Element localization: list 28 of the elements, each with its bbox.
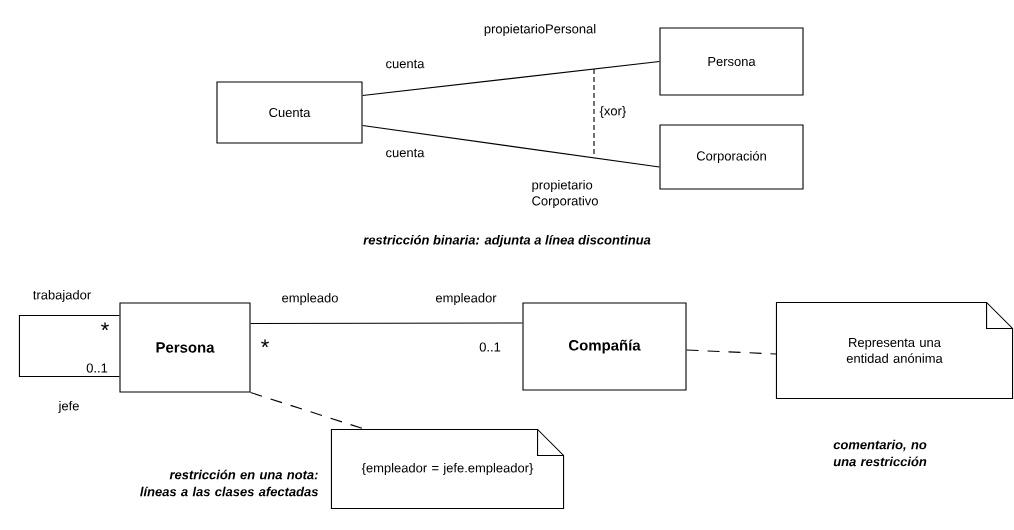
caption: restricción binaria: adjunta a línea discontinua	[363, 234, 651, 248]
caption: restricción en una nota: líneas a las clases afectadas	[140, 469, 318, 497]
role-name: jefe	[58, 400, 79, 414]
class-box: Persona	[659, 27, 804, 96]
class-box: Compañía	[522, 302, 687, 391]
class-box: Persona	[119, 302, 251, 393]
role-name: cuenta	[386, 148, 425, 158]
role-name: empleado	[282, 292, 338, 306]
association-line	[250, 322, 523, 325]
caption: comentario, no una restricción	[833, 439, 927, 467]
role-name: propietario Corporativo	[532, 180, 598, 208]
multiplicity: *	[261, 339, 269, 348]
dashed-line	[686, 349, 777, 355]
constraint-label: {xor}	[599, 105, 626, 119]
association-line	[362, 124, 660, 168]
role-name: 0..1	[86, 363, 108, 373]
role-name: empleador	[435, 292, 497, 306]
self-association-line	[18, 314, 120, 378]
role-name: propietarioPersonal	[484, 23, 596, 37]
role-name: cuenta	[386, 59, 425, 69]
note-box: Representa una entidad anónima	[775, 301, 1014, 400]
association-line	[362, 60, 660, 97]
role-name: 0..1	[479, 342, 501, 352]
role-name: trabajador	[33, 289, 91, 303]
class-box: Cuenta	[216, 81, 363, 144]
multiplicity: *	[101, 322, 109, 331]
note-box: {empleador = jefe.empleador}	[330, 428, 565, 510]
class-box: Corporación	[659, 124, 804, 190]
